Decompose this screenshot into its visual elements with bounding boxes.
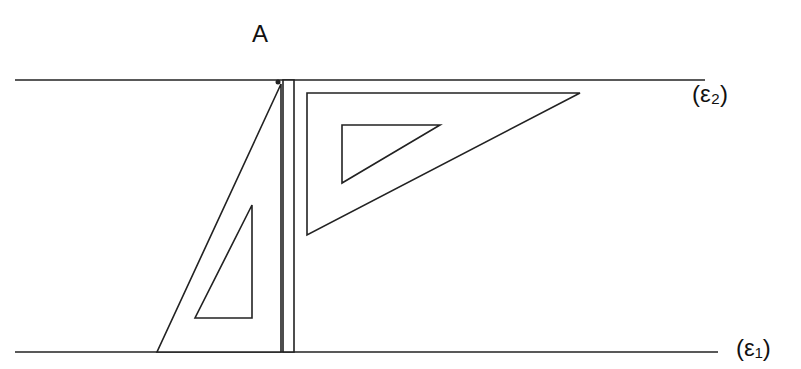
line-epsilon-2: [15, 79, 705, 81]
point-label: A: [252, 22, 268, 46]
set-square-left-hole: [195, 205, 252, 318]
set-square-right-hole: [342, 125, 440, 183]
set-square-left: [157, 84, 281, 352]
line-epsilon-1: [15, 351, 718, 353]
line-label: (ε₂): [692, 82, 728, 106]
ruler: [283, 80, 294, 352]
set-square-right: [307, 93, 580, 235]
line-label: (ε₁): [736, 336, 771, 360]
point-a: [276, 80, 281, 85]
